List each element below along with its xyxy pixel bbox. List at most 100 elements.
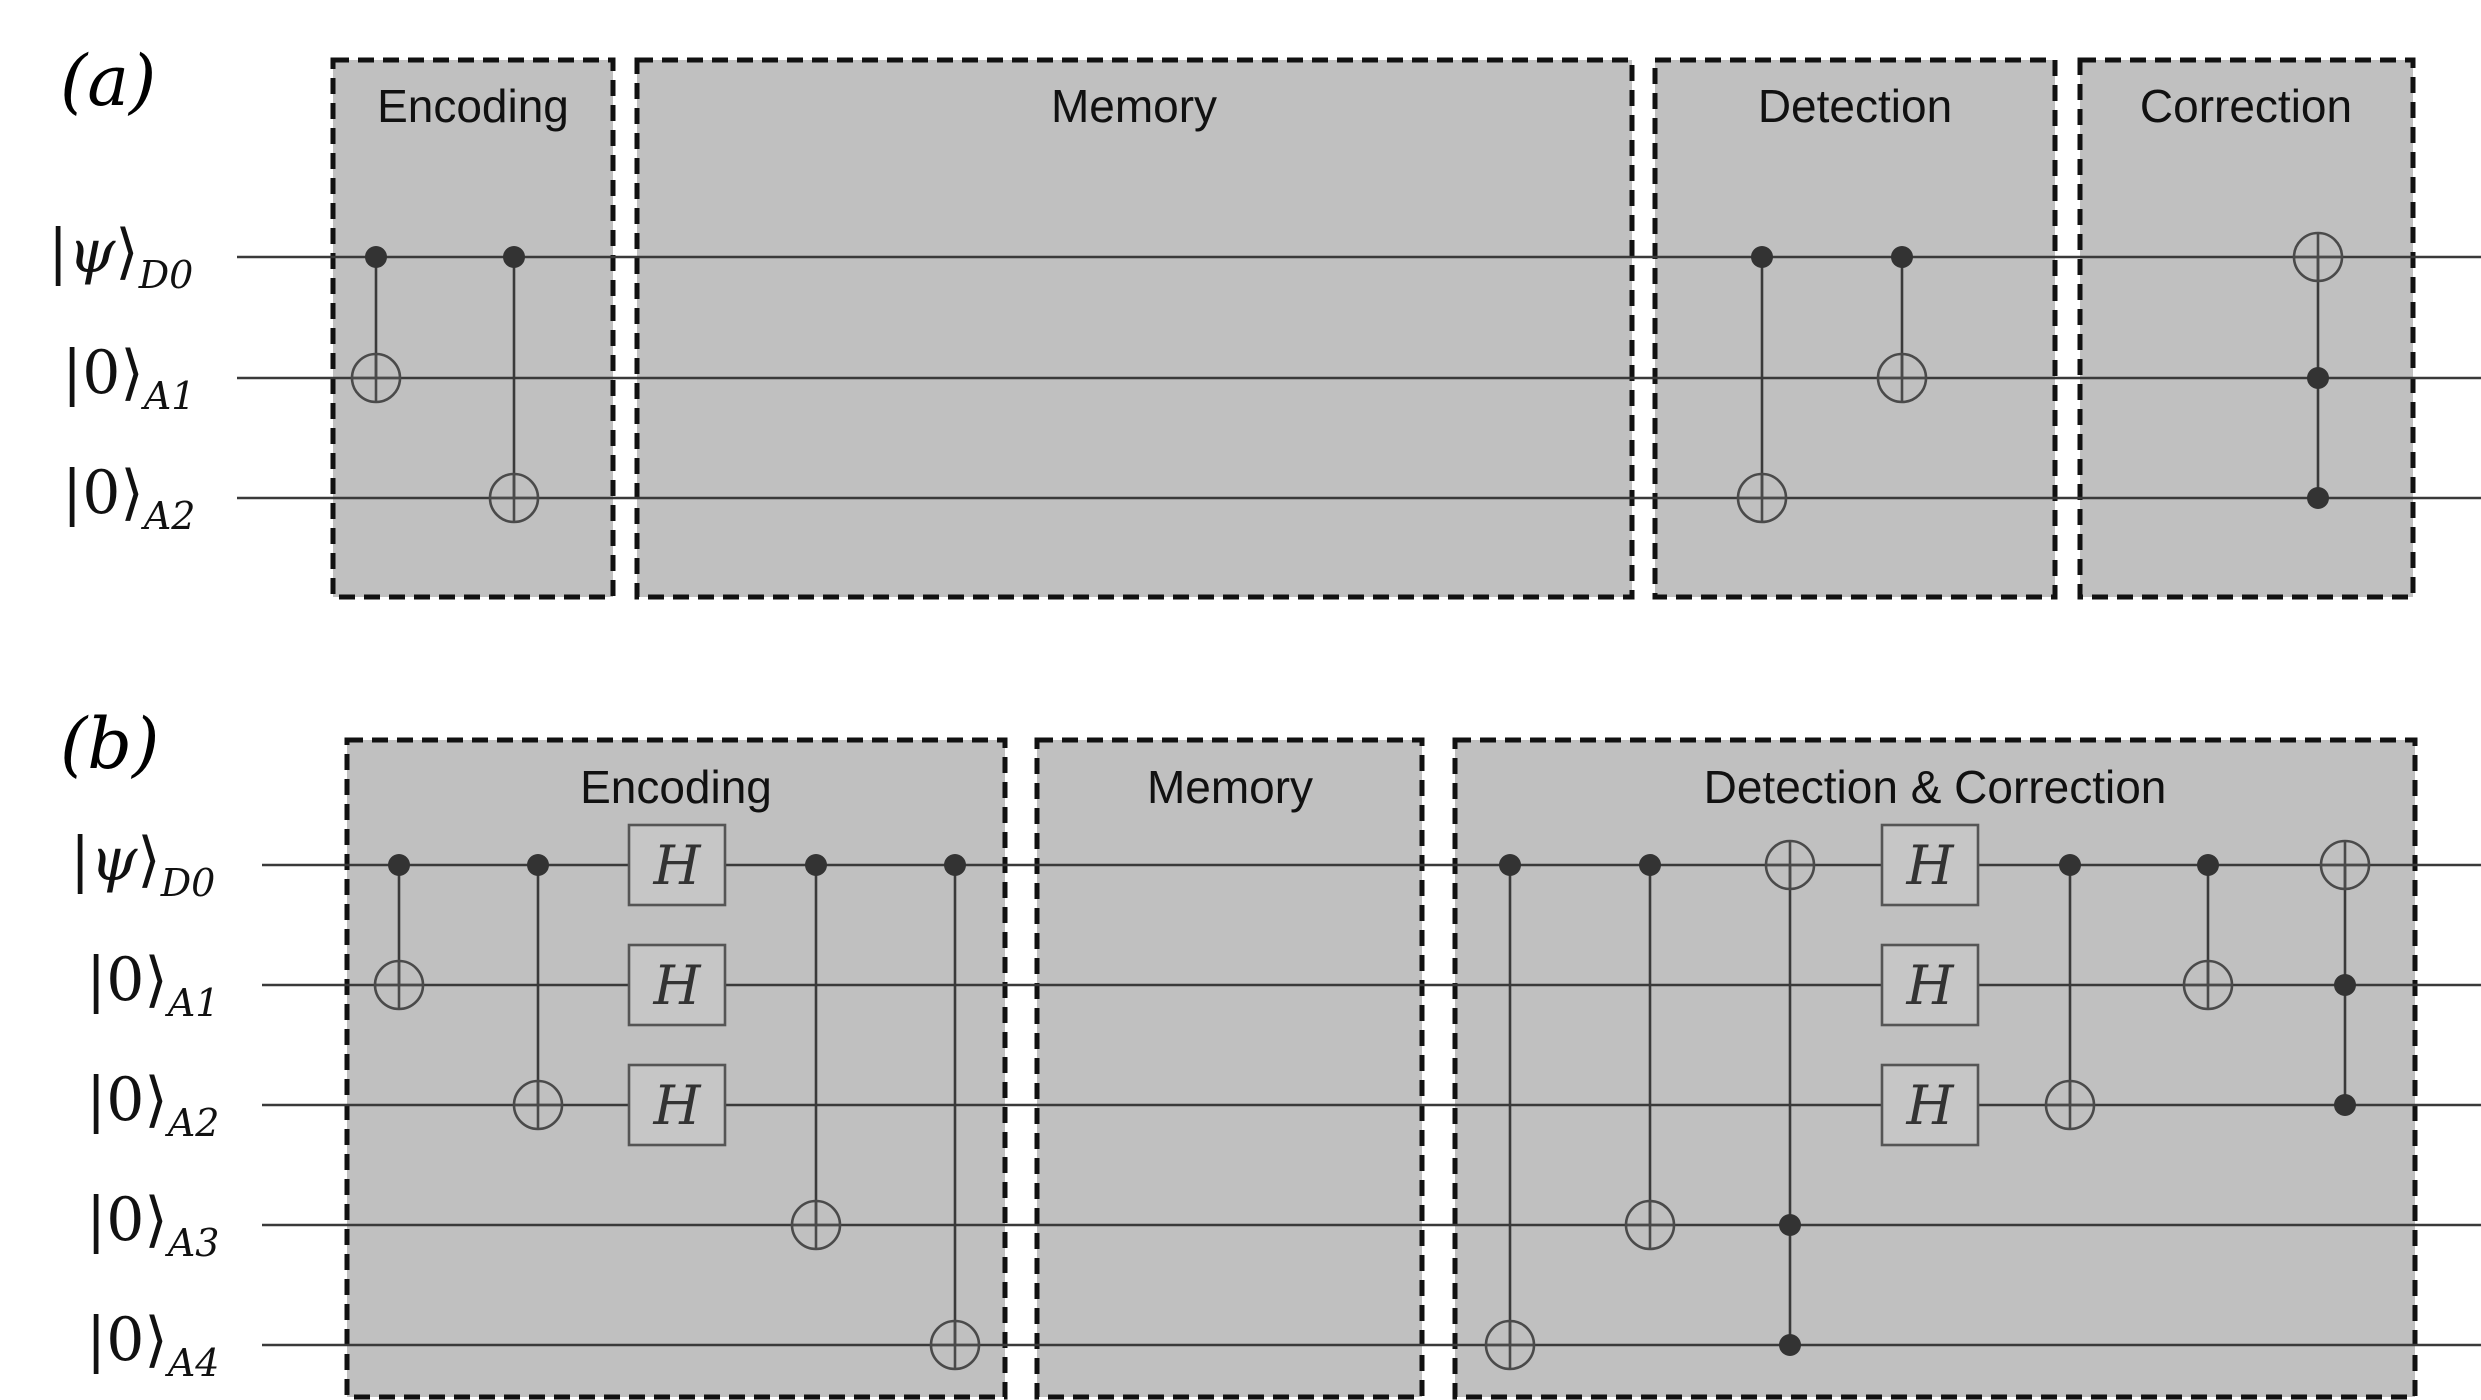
control-dot (2307, 487, 2329, 509)
hadamard-gate-label: H (652, 954, 701, 1017)
toffoli-gate (2319, 839, 2371, 1116)
hadamard-gate: H (1880, 1063, 1980, 1147)
toffoli-gate (2292, 231, 2344, 509)
control-dot (1891, 246, 1913, 268)
control-dot (365, 246, 387, 268)
cnot-gate (1736, 246, 1788, 524)
qubit-label-a4-subscript: A4 (165, 1341, 220, 1385)
qubit-label-a1: |0⟩A1 (86, 945, 219, 1025)
memory-block-title: Memory (1147, 761, 1313, 813)
toffoli-gate (1764, 839, 1816, 1356)
panel-a: (a) Encoding Memory Detection Correction… (48, 40, 2481, 600)
hadamard-gate: H (627, 943, 727, 1027)
detection-block-title: Detection (1758, 80, 1952, 132)
correction-block (2077, 57, 2416, 600)
hadamard-gate: H (1880, 823, 1980, 907)
control-dot (2197, 854, 2219, 876)
target-symbol (1624, 1199, 1676, 1251)
qubit-label-a2-subscript: A2 (165, 1101, 220, 1145)
encoding-block-title: Encoding (580, 761, 772, 813)
cnot-gate (929, 854, 981, 1371)
cnot-gate (2182, 854, 2234, 1011)
encoding-block (330, 57, 616, 600)
target-symbol (1736, 472, 1788, 524)
control-dot (2059, 854, 2081, 876)
qubit-label-a3-state: 0 (106, 1185, 144, 1255)
qubit-label-a1-state: 0 (82, 338, 120, 408)
target-symbol (1484, 1319, 1536, 1371)
hadamard-gate: H (627, 1063, 727, 1147)
control-dot (388, 854, 410, 876)
qubit-label-a1-subscript: A1 (141, 374, 196, 418)
cnot-gate (488, 246, 540, 524)
qubit-label-a1-subscript: A1 (165, 981, 220, 1025)
target-symbol (350, 352, 402, 404)
qubit-label-a3-subscript: A3 (165, 1221, 220, 1265)
control-dot (805, 854, 827, 876)
control-dot (1751, 246, 1773, 268)
qubit-label-d0: |ψ⟩D0 (48, 217, 193, 297)
cnot-gate (2044, 854, 2096, 1131)
hadamard-gate: H (627, 823, 727, 907)
cnot-gate (512, 854, 564, 1131)
cnot-gate (1484, 854, 1536, 1371)
qubit-label-a2-subscript: A2 (141, 494, 196, 538)
target-symbol (929, 1319, 981, 1371)
control-dot (1639, 854, 1661, 876)
hadamard-gate: H (1880, 943, 1980, 1027)
qubit-label-d0-state: ψ (90, 825, 138, 895)
panel-b: (b) Encoding Memory Detection & Correcti… (60, 703, 2481, 1400)
qubit-label-a2: |0⟩A2 (62, 458, 195, 538)
target-symbol (2182, 959, 2234, 1011)
memory-block (1034, 737, 1425, 1400)
cnot-gate (790, 854, 842, 1251)
target-symbol (2319, 839, 2371, 891)
panel-a-label: (a) (60, 40, 156, 122)
correction-block-title: Correction (2140, 80, 2352, 132)
qubit-label-a4: |0⟩A4 (86, 1305, 219, 1385)
hadamard-gate-label: H (1905, 954, 1954, 1017)
target-symbol (1876, 352, 1928, 404)
qubit-label-d0-subscript: D0 (160, 861, 216, 905)
control-dot (503, 246, 525, 268)
qubit-label-d0: |ψ⟩D0 (70, 825, 215, 905)
target-symbol (2044, 1079, 2096, 1131)
cnot-gate (1624, 854, 1676, 1251)
control-dot (2334, 974, 2356, 996)
panel-b-label: (b) (60, 703, 159, 785)
cnot-gate (373, 854, 425, 1011)
qubit-label-a1: |0⟩A1 (62, 338, 195, 418)
control-dot (1779, 1334, 1801, 1356)
qubit-label-a2-state: 0 (82, 458, 120, 528)
control-dot (1499, 854, 1521, 876)
target-symbol (488, 472, 540, 524)
detection-block (1652, 57, 2058, 600)
encoding-block-title: Encoding (377, 80, 569, 132)
target-symbol (373, 959, 425, 1011)
memory-block (634, 57, 1635, 600)
qubit-label-d0-state: ψ (68, 217, 116, 287)
target-symbol (2292, 231, 2344, 283)
cnot-gate (1876, 246, 1928, 404)
qubit-label-d0-subscript: D0 (138, 253, 194, 297)
detection-correction-block-title: Detection & Correction (1704, 761, 2167, 813)
cnot-gate (350, 246, 402, 404)
hadamard-gate-label: H (1905, 834, 1954, 897)
qubit-label-a1-state: 0 (106, 945, 144, 1015)
hadamard-gate-label: H (652, 834, 701, 897)
control-dot (1779, 1214, 1801, 1236)
control-dot (527, 854, 549, 876)
target-symbol (512, 1079, 564, 1131)
qubit-label-a2-state: 0 (106, 1065, 144, 1135)
qubit-label-a3: |0⟩A3 (86, 1185, 219, 1265)
hadamard-gate-label: H (652, 1074, 701, 1137)
target-symbol (790, 1199, 842, 1251)
target-symbol (1764, 839, 1816, 891)
control-dot (944, 854, 966, 876)
control-dot (2334, 1094, 2356, 1116)
qubit-label-a2: |0⟩A2 (86, 1065, 219, 1145)
qubit-label-a4-state: 0 (106, 1305, 144, 1375)
hadamard-gate-label: H (1905, 1074, 1954, 1137)
memory-block-title: Memory (1051, 80, 1217, 132)
